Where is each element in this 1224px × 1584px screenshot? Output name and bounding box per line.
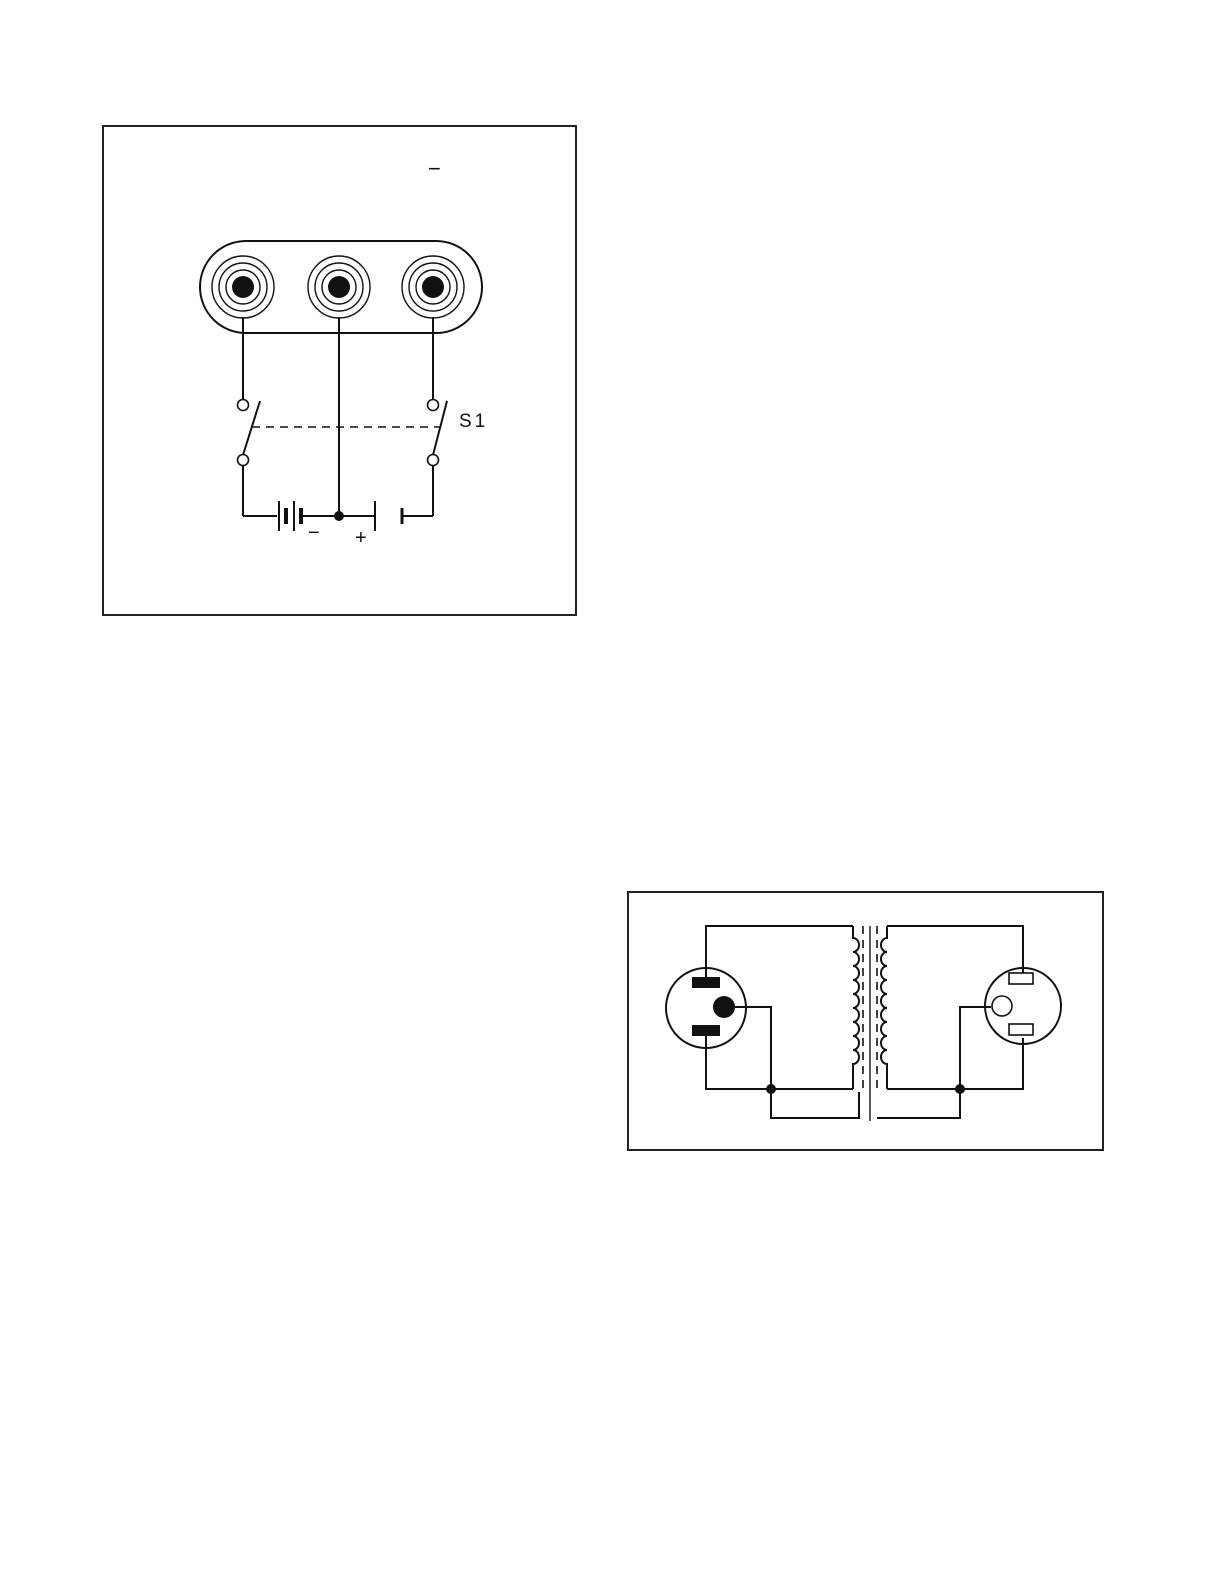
battery-left bbox=[279, 501, 301, 531]
minus-label: − bbox=[308, 522, 320, 544]
socket-slot-top bbox=[1009, 973, 1033, 984]
secondary-coil bbox=[881, 926, 887, 1089]
terminal-left bbox=[212, 256, 274, 318]
switch-s1: S1 bbox=[238, 400, 489, 466]
primary-top-wire bbox=[706, 926, 853, 977]
terminal-center bbox=[308, 256, 370, 318]
plug-blade-bottom bbox=[692, 1025, 720, 1036]
socket-slot-bottom bbox=[1009, 1024, 1033, 1035]
secondary-bottom-wire bbox=[887, 1038, 1023, 1089]
secondary-top-wire bbox=[887, 926, 1023, 973]
terminal-left-pin bbox=[232, 276, 254, 298]
top-mark-label: − bbox=[428, 156, 441, 181]
switch-left-bottom-contact bbox=[238, 455, 249, 466]
terminal-right-pin bbox=[422, 276, 444, 298]
transformer-adapter-figure bbox=[627, 891, 1104, 1151]
socket-ground-wire bbox=[877, 1007, 991, 1118]
three-hole-socket bbox=[985, 968, 1061, 1044]
primary-coil bbox=[853, 926, 859, 1089]
plus-label: + bbox=[355, 527, 367, 549]
plug-ground-wire bbox=[735, 1007, 859, 1118]
primary-bottom-wire bbox=[706, 1036, 853, 1089]
left-ground-junction bbox=[766, 1084, 776, 1094]
battery-switch-schematic: − bbox=[104, 127, 579, 618]
switch-label: S1 bbox=[459, 411, 488, 432]
battery-switch-receptacle-figure: − bbox=[102, 125, 577, 616]
switch-left-top-contact bbox=[238, 400, 249, 411]
right-ground-junction bbox=[955, 1084, 965, 1094]
socket-ground-hole bbox=[992, 996, 1012, 1016]
transformer-schematic bbox=[629, 893, 1106, 1153]
plug-ground-pin bbox=[713, 996, 735, 1018]
plug-blade-top bbox=[692, 977, 720, 988]
battery-right bbox=[375, 501, 402, 531]
terminal-center-pin bbox=[328, 276, 350, 298]
switch-right-top-contact bbox=[428, 400, 439, 411]
switch-right-bottom-contact bbox=[428, 455, 439, 466]
terminal-right bbox=[402, 256, 464, 318]
